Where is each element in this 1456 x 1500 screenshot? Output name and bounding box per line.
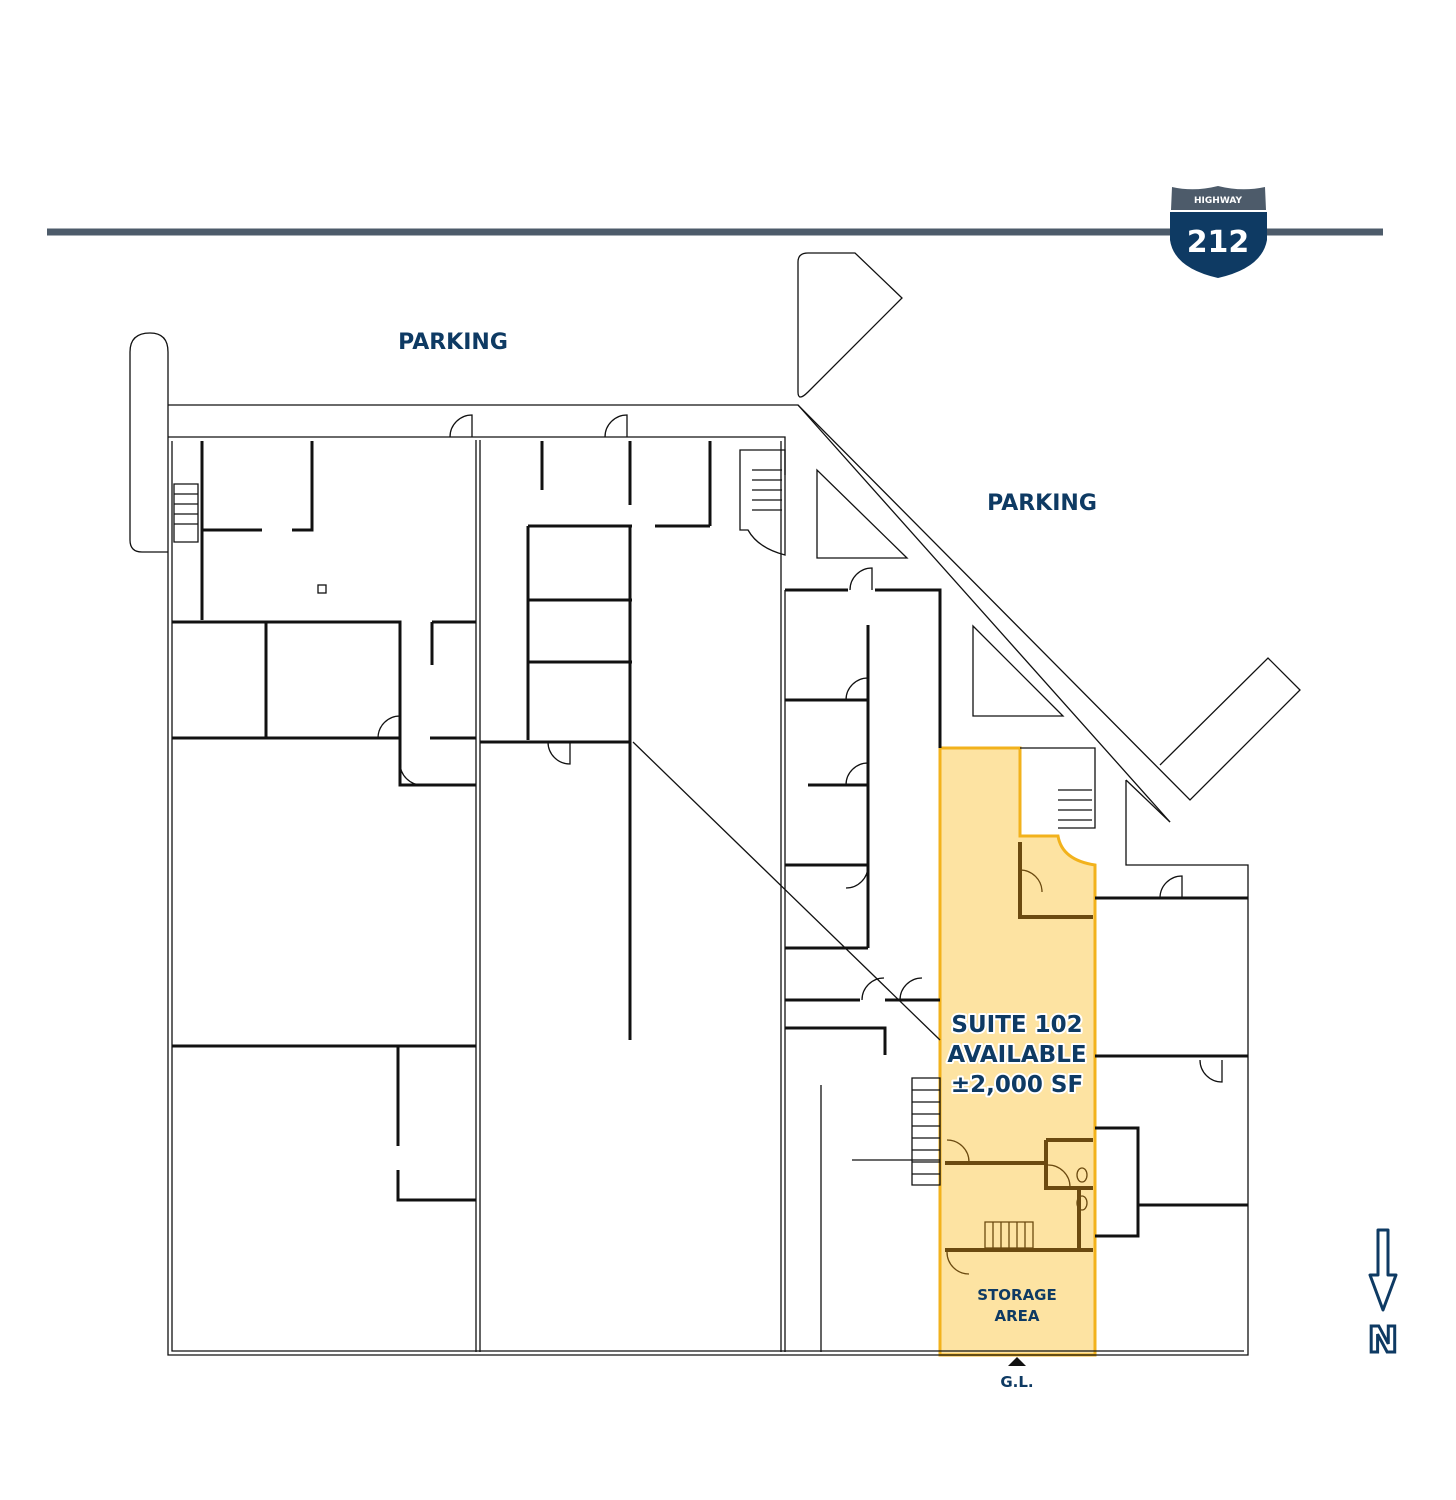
parking-outline [129, 252, 1301, 895]
storage-label-line2: AREA [994, 1307, 1039, 1325]
highway-number: 212 [1187, 225, 1250, 260]
north-arrow-icon: N [1366, 1228, 1400, 1363]
highway-label: HIGHWAY [1194, 196, 1242, 206]
parking-label-east: PARKING [987, 491, 1097, 516]
north-label: N [1368, 1320, 1398, 1361]
suite-label: SUITE 102 AVAILABLE ±2,000 SF [945, 1010, 1088, 1100]
parking-label-north: PARKING [398, 330, 508, 355]
suite-status: AVAILABLE [947, 1042, 1086, 1068]
suite-name: SUITE 102 [951, 1012, 1082, 1038]
grade-level-arrow-icon [1008, 1357, 1026, 1366]
grade-level-label: G.L. [1000, 1373, 1033, 1391]
storage-label-line1: STORAGE [977, 1286, 1057, 1304]
suite-interior-walls [945, 842, 1093, 1275]
suite-size: ±2,000 SF [951, 1072, 1083, 1098]
suite-102-area[interactable] [938, 746, 1097, 1357]
building-walls [167, 414, 1249, 1356]
highway-shield-icon: HIGHWAY 212 [1170, 186, 1267, 278]
